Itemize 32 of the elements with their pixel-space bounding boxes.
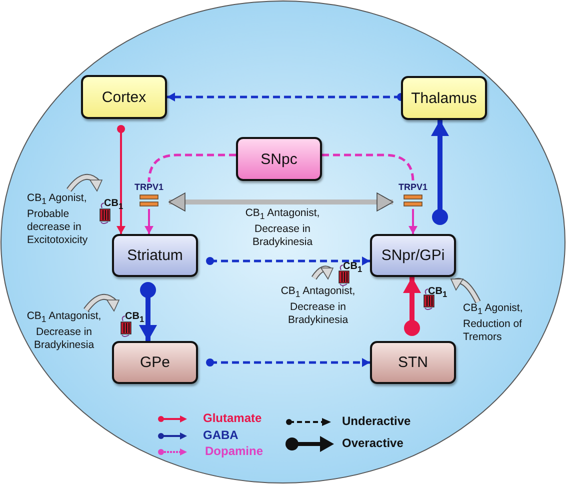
receptor-label: CB$_{1}$ — [104, 197, 124, 213]
arrow — [139, 282, 157, 341]
legend-label: GABA — [203, 428, 238, 442]
arrow — [168, 192, 394, 212]
arrow — [403, 277, 421, 336]
region-box: Thalamus — [401, 76, 487, 120]
region-box: Striatum — [112, 234, 198, 277]
receptor-label: CB$_{1}$ — [125, 310, 145, 326]
edge-label: CB$_{1}$ Antagonist, Decrease in Bradykinesia — [244, 207, 321, 250]
arrow — [431, 120, 449, 225]
channel-label: TRPV1 — [398, 182, 428, 192]
region-box: GPe — [112, 341, 198, 384]
legend-label: Glutamate — [203, 411, 262, 425]
region-box: SNpr/GPi — [370, 234, 456, 277]
legend-label: Overactive — [342, 436, 404, 450]
legend-label: Underactive — [342, 414, 411, 428]
legend-label: Dopamine — [205, 444, 264, 458]
receptor-label: CB$_{1}$ — [343, 260, 363, 276]
arrow — [206, 256, 370, 266]
channel-label: TRPV1 — [134, 182, 164, 192]
annotation-text: CB$_{1}$ Antagonist, Decrease in Bradykinesia — [280, 285, 356, 328]
region-box: Cortex — [81, 75, 167, 119]
receptor-label: CB$_{1}$ — [428, 285, 448, 301]
annotation-text: CB$_{1}$ Agonist, Reduction of Tremors — [463, 302, 524, 344]
annotation-text: CB$_{1}$ Antagonist, Decrease in Bradykinesia — [26, 310, 102, 352]
arrow — [144, 209, 154, 234]
region-box: STN — [370, 341, 456, 384]
region-box: SNpc — [236, 137, 322, 181]
arrow — [116, 125, 126, 234]
arrow — [408, 209, 418, 234]
arrow — [206, 358, 370, 367]
annotation-text: CB$_{1}$ Agonist, Probable decrease in Excitotoxicity — [27, 192, 89, 248]
